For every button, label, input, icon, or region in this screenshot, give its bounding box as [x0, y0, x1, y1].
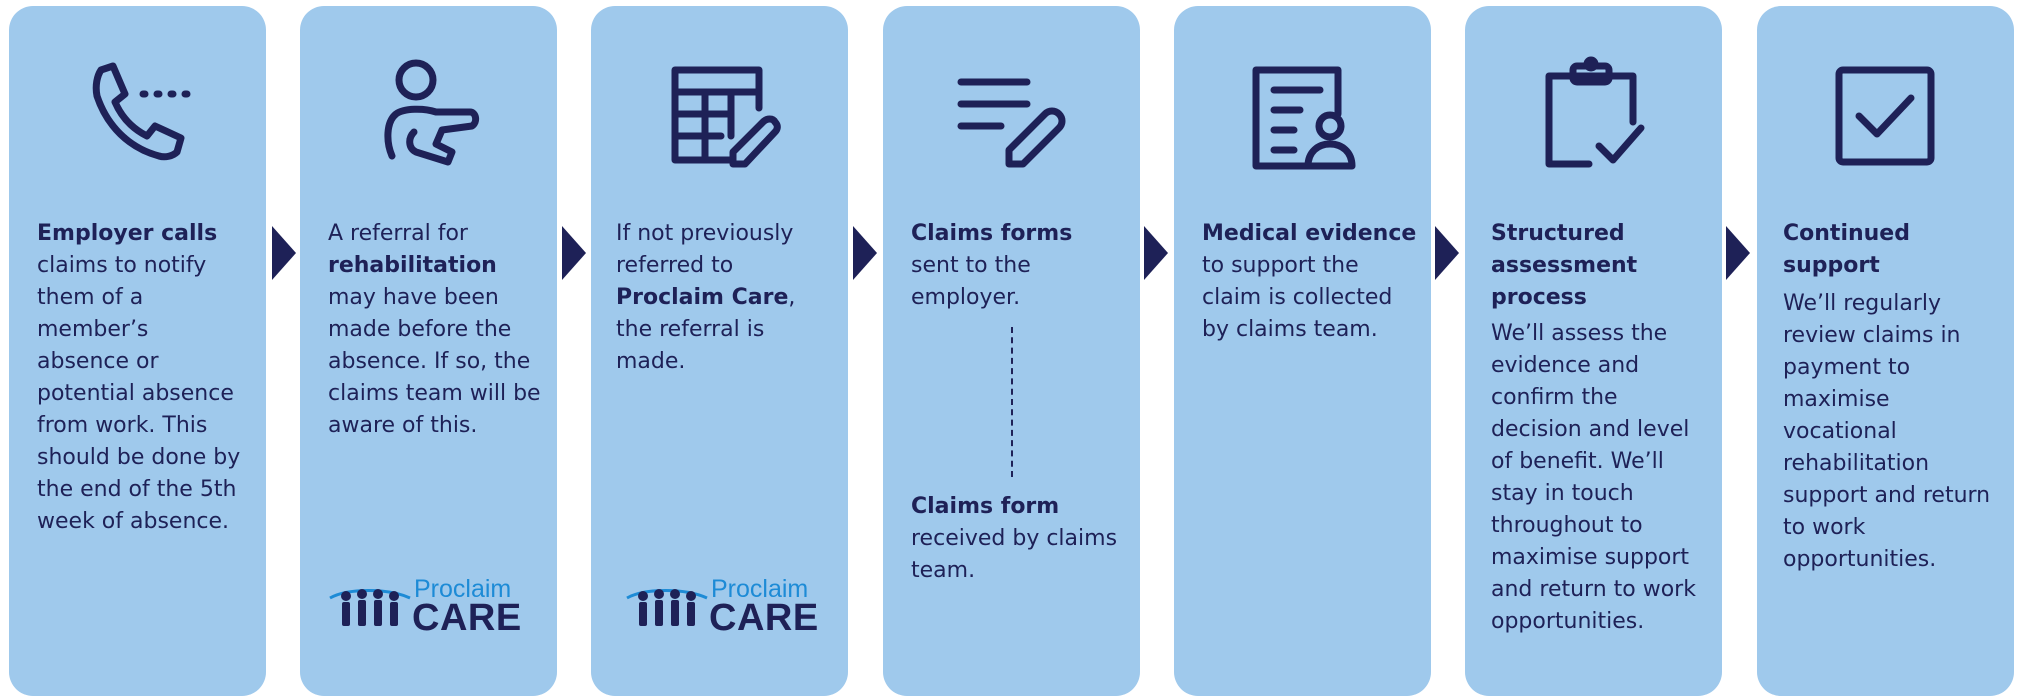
arrow-right-icon — [272, 226, 296, 280]
step-text: Structured assessment process We’ll asse… — [1491, 218, 1714, 638]
step-heading: rehabilitation — [328, 253, 497, 278]
step-card-5: Medical evidence to support the claim is… — [1174, 6, 1431, 696]
step-heading: Employer calls — [37, 221, 218, 246]
step-text: Employer calls claims to notify them of … — [37, 218, 244, 538]
step-body: , the referral is made. — [616, 285, 796, 374]
step-text: If not previously referred to Proclaim C… — [616, 218, 834, 378]
step-subtext: Claims form received by claims team. — [911, 491, 1126, 587]
arrow-right-icon — [562, 226, 586, 280]
checkbox-icon — [1821, 52, 1951, 182]
clipboard-check-icon — [1529, 52, 1659, 182]
medical-document-icon — [1238, 52, 1368, 182]
person-pointing-icon — [364, 52, 494, 182]
step-text: Medical evidence to support the claim is… — [1202, 218, 1423, 346]
step-card-3: If not previously referred to Proclaim C… — [591, 6, 848, 696]
step-heading: Medical evidence — [1202, 221, 1417, 246]
step-sub-body: received by claims team. — [911, 526, 1118, 583]
arrow-right-icon — [1435, 226, 1459, 280]
logo-word-proclaim: Proclaim — [414, 575, 512, 603]
form-edit-icon — [655, 52, 785, 182]
step-card-6: Structured assessment process We’ll asse… — [1465, 6, 1722, 696]
step-heading: Claims forms — [911, 221, 1073, 246]
step-text: A referral for rehabilitation may have b… — [328, 218, 543, 442]
step-body: We’ll assess the evidence and confirm th… — [1491, 321, 1696, 634]
step-body: may have been made before the absence. I… — [328, 285, 541, 438]
step-sub-heading: Claims form — [911, 494, 1060, 519]
step-text: Claims forms sent to the employer. — [911, 218, 1126, 314]
step-body-pre: If not previously referred to — [616, 221, 794, 278]
logo-word-care: CARE — [709, 597, 819, 639]
step-card-4: Claims forms sent to the employer. Claim… — [883, 6, 1140, 696]
arrow-right-icon — [853, 226, 877, 280]
step-body: claims to notify them of a member’s abse… — [37, 253, 241, 534]
phone-call-icon — [73, 52, 203, 182]
arrow-right-icon — [1726, 226, 1750, 280]
step-heading: Proclaim Care — [616, 285, 789, 310]
proclaim-care-logo: Proclaim CARE — [625, 574, 825, 638]
logo-word-proclaim: Proclaim — [711, 575, 809, 603]
step-body: to support the claim is collected by cla… — [1202, 253, 1393, 342]
step-body-pre: A referral for — [328, 221, 468, 246]
step-heading: Continued support — [1783, 221, 1910, 278]
arrow-right-icon — [1144, 226, 1168, 280]
step-body: sent to the employer. — [911, 253, 1031, 310]
list-pencil-icon — [947, 52, 1077, 182]
logo-word-care: CARE — [412, 597, 522, 639]
step-card-1: Employer calls claims to notify them of … — [9, 6, 266, 696]
step-body: We’ll regularly review claims in payment… — [1783, 291, 1991, 572]
step-card-2: A referral for rehabilitation may have b… — [300, 6, 557, 696]
step-card-7: Continued support We’ll regularly review… — [1757, 6, 2014, 696]
dashed-connector — [1011, 327, 1013, 477]
proclaim-care-logo: Proclaim CARE — [328, 574, 528, 638]
step-text: Continued support We’ll regularly review… — [1783, 218, 1994, 576]
step-heading: Structured assessment process — [1491, 221, 1638, 310]
